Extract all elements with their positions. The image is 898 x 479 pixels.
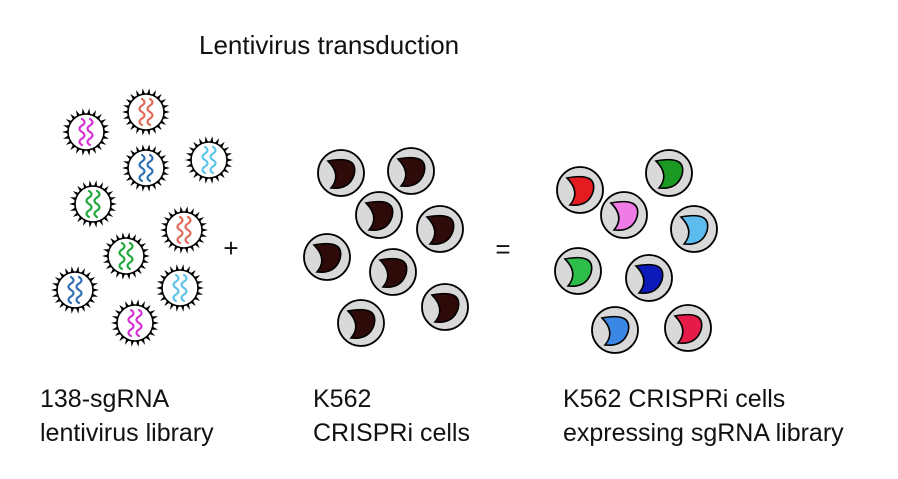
result-caption-line-1: K562 CRISPRi cells (563, 385, 786, 413)
lentivirus-particle (102, 232, 150, 280)
result-caption-line-2: expressing sgRNA library (563, 419, 844, 447)
nucleus (634, 263, 664, 295)
nucleus (346, 308, 376, 340)
sgrna-strand (93, 189, 101, 219)
crispri-cell (421, 283, 469, 331)
transduced-cell (670, 205, 718, 253)
sgrna-strand (184, 215, 192, 245)
title: Lentivirus transduction (199, 30, 460, 60)
lentivirus-particle (156, 264, 204, 312)
library-caption: 138-sgRNA lentivirus library (40, 382, 214, 450)
nucleus (654, 158, 684, 190)
sgrna-strand (135, 308, 143, 338)
crispri-cell (317, 149, 365, 197)
nucleus (679, 214, 709, 246)
nucleus (378, 257, 408, 289)
lentivirus-particle (51, 266, 99, 314)
library-caption-line-2: lentivirus library (40, 419, 214, 447)
crispri-cells-group (303, 147, 469, 347)
transduced-cell (591, 306, 639, 354)
nucleus (425, 214, 455, 246)
sgrna-strand (75, 275, 83, 305)
nucleus (565, 175, 595, 207)
plus-sign: + (223, 233, 238, 263)
library-caption-line-1: 138-sgRNA (40, 385, 170, 413)
lentivirus-particle (69, 180, 117, 228)
transduced-cell (664, 304, 712, 352)
sgrna-strand (86, 117, 94, 147)
nucleus (396, 156, 426, 188)
sgrna-strand (118, 241, 126, 271)
lentivirus-particle (62, 108, 110, 156)
nucleus (364, 200, 394, 232)
nucleus (430, 292, 460, 324)
sgrna-strand (126, 241, 134, 271)
transduced-cell (556, 166, 604, 214)
sgrna-strand (138, 153, 146, 183)
lentivirus-particle (122, 88, 170, 136)
sgrna-strand (78, 117, 86, 147)
sgrna-strand (172, 273, 180, 303)
sgrna-strand (146, 153, 154, 183)
sgrna-strand (67, 275, 75, 305)
sgrna-strand (138, 97, 146, 127)
lentivirus-particle (185, 136, 233, 184)
sgrna-strand (146, 97, 154, 127)
sgrna-strand (176, 215, 184, 245)
nucleus (600, 315, 630, 347)
nucleus (609, 200, 639, 232)
equals-sign: = (495, 234, 510, 264)
sgrna-strand (180, 273, 188, 303)
cells-caption-line-1: K562 (313, 385, 372, 413)
lentivirus-particle (160, 206, 208, 254)
sgrna-strand (127, 308, 135, 338)
crispri-cell (387, 147, 435, 195)
crispri-cell (355, 191, 403, 239)
lentivirus-library-group (51, 88, 233, 347)
crispri-cell (337, 299, 385, 347)
cells-caption: K562 CRISPRi cells (313, 382, 470, 450)
transduced-cells-group (554, 149, 718, 354)
nucleus (673, 313, 703, 345)
sgrna-strand (209, 145, 217, 175)
sgrna-strand (85, 189, 93, 219)
lentivirus-particle (111, 299, 159, 347)
crispri-cell (416, 205, 464, 253)
transduced-cell (625, 254, 673, 302)
sgrna-strand (201, 145, 209, 175)
transduced-cell (600, 191, 648, 239)
transduced-cell (645, 149, 693, 197)
crispri-cell (369, 248, 417, 296)
result-caption: K562 CRISPRi cells expressing sgRNA libr… (563, 382, 844, 450)
lentivirus-particle (122, 144, 170, 192)
nucleus (312, 242, 342, 274)
nucleus (563, 256, 593, 288)
cells-caption-line-2: CRISPRi cells (313, 419, 470, 447)
crispri-cell (303, 233, 351, 281)
transduced-cell (554, 247, 602, 295)
nucleus (326, 158, 356, 190)
